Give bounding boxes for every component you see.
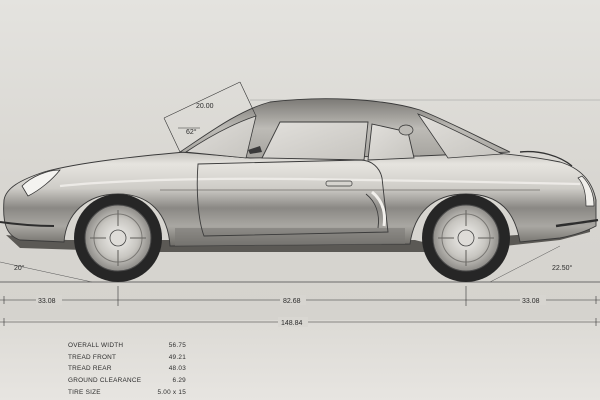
spec-row: TREAD REAR 48.03 <box>68 363 186 375</box>
angle-lines <box>0 245 561 283</box>
windshield-dimension <box>163 81 257 153</box>
windshield-angle-label: 62° <box>186 128 197 136</box>
spec-value: 5.00 x 15 <box>157 388 186 396</box>
specifications-table: OVERALL WIDTH 56.75 TREAD FRONT 49.21 TR… <box>68 340 186 398</box>
spec-row: TIRE SIZE 5.00 x 15 <box>68 386 186 398</box>
spec-row: OVERALL WIDTH 56.75 <box>68 340 186 352</box>
front-overhang-label: 33.08 <box>38 298 56 305</box>
spec-label: OVERALL WIDTH <box>68 342 124 350</box>
spec-label: TIRE SIZE <box>68 388 101 396</box>
wheelbase-label: 82.68 <box>283 298 301 305</box>
overall-length-label: 148.84 <box>281 320 303 327</box>
departure-angle-label: 22.50° <box>552 264 573 272</box>
spec-label: GROUND CLEARANCE <box>68 377 142 385</box>
spec-label: TREAD FRONT <box>68 353 117 361</box>
spec-value: 6.29 <box>172 377 186 385</box>
spec-value: 56.75 <box>168 342 186 350</box>
spec-row: GROUND CLEARANCE 6.29 <box>68 375 186 387</box>
windshield-length-label: 20.00 <box>196 103 214 110</box>
front-wheel <box>74 194 162 282</box>
rear-wheel <box>422 194 510 282</box>
spec-row: TREAD FRONT 49.21 <box>68 352 186 364</box>
spec-value: 48.03 <box>168 365 186 373</box>
lower-sheet-area <box>0 320 600 400</box>
approach-angle-label: 20° <box>14 264 25 272</box>
spec-value: 49.21 <box>168 353 186 361</box>
rear-overhang-label: 33.08 <box>522 298 540 305</box>
spec-label: TREAD REAR <box>68 365 112 373</box>
